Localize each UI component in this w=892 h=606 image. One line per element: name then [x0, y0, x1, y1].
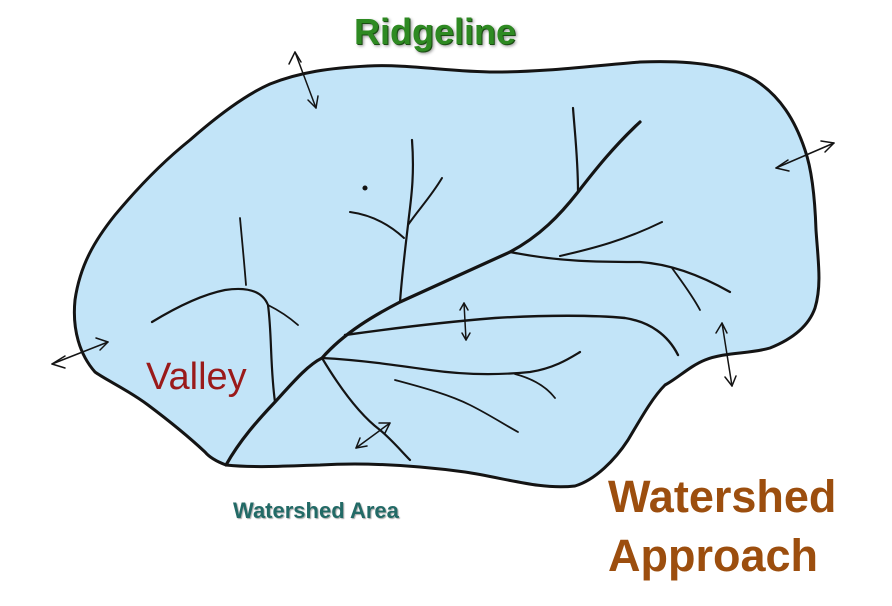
tributary-north-branch-right: [407, 177, 443, 226]
title-line-1: Watershed: [608, 471, 837, 522]
tributary-east-spur: [671, 267, 701, 311]
double-arrow-icon: [51, 337, 109, 369]
watershed-area-label: Watershed Area: [233, 498, 399, 523]
watershed-basin: [72, 60, 821, 489]
tributary-lower-spur: [514, 373, 556, 399]
title-line-2: Approach: [608, 530, 819, 581]
tributary-middle: [343, 314, 680, 357]
tributary-north-branch-left: [349, 211, 405, 239]
tributary-west: [150, 287, 277, 404]
double-arrow-icon: [715, 322, 737, 387]
double-arrow-icon: [775, 140, 835, 172]
tributary-east: [508, 250, 732, 294]
tributary-lower: [320, 350, 582, 376]
tributary-east-upper: [559, 221, 663, 257]
valley-label: Valley: [146, 356, 247, 398]
tributary-west-spur: [267, 304, 299, 326]
flow-arrows: [51, 51, 835, 449]
tributary-lower-branch: [394, 379, 519, 433]
river-network: [150, 106, 732, 467]
double-arrow-icon: [355, 422, 391, 449]
tributary-upper-right: [571, 106, 580, 194]
basin-dot: [362, 185, 368, 191]
tributary-west-upper: [239, 217, 247, 286]
ridgeline-label: Ridgeline: [354, 11, 517, 52]
double-arrow-icon: [288, 51, 319, 109]
double-arrow-icon: [459, 302, 471, 341]
